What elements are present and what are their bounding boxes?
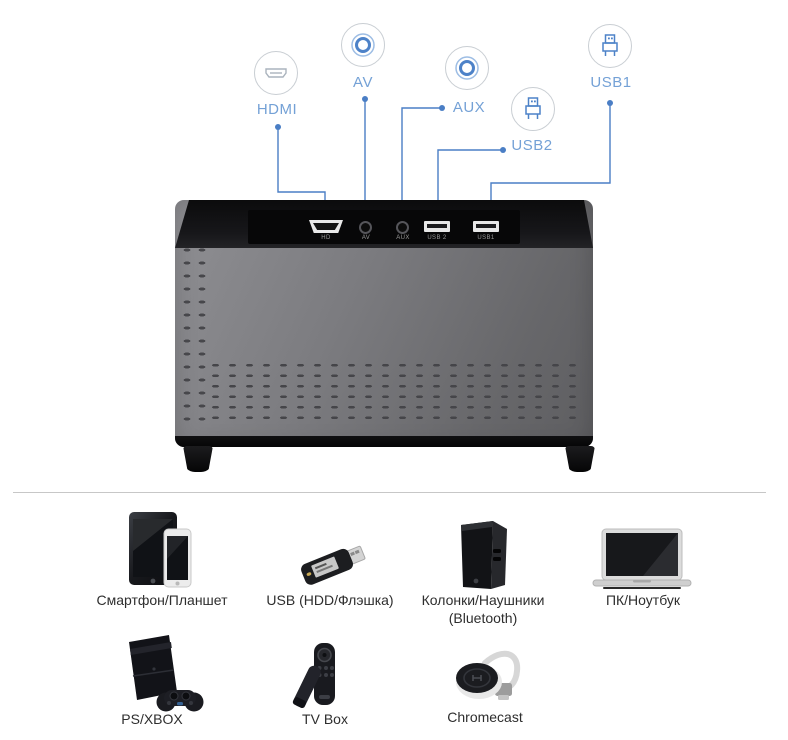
usb-flash-drive-icon: [301, 545, 366, 585]
side-vents: [179, 244, 209, 422]
projector-port-panel: HD AV AUX USB 2 USB1: [248, 210, 520, 244]
game-console-icon: [129, 635, 204, 712]
section-divider: [13, 492, 766, 493]
hd-port-label: HD: [321, 235, 331, 241]
usb1-callout-circle: [588, 24, 632, 68]
device-label-bluetooth: (Bluetooth): [448, 610, 518, 626]
av-port-label: AV: [361, 235, 371, 241]
usb1-port-label: USB1: [477, 235, 495, 241]
projector-bottom-trim: [175, 436, 593, 447]
usb1-callout-label: USB1: [590, 74, 632, 91]
usb2-callout-label: USB2: [511, 137, 553, 154]
av-callout-label: AV: [353, 74, 373, 91]
usb2-port-label: USB 2: [427, 235, 447, 241]
hdmi-port: [309, 220, 343, 233]
aux-port-label: AUX: [396, 235, 410, 241]
device-label-ps-xbox: PS/XBOX: [121, 711, 183, 727]
laptop-icon: [592, 528, 692, 589]
device-label-tv-box: TV Box: [302, 711, 348, 727]
chromecast-icon: [456, 650, 521, 700]
aux-connector-line: [401, 107, 442, 222]
hdmi-callout-circle: [254, 51, 298, 95]
callout-connector-lines: [275, 96, 613, 222]
projector-body: HD AV AUX USB 2 USB1: [175, 200, 593, 447]
gamepad: [156, 690, 204, 712]
front-vents: [207, 360, 585, 422]
av-callout-circle: [341, 23, 385, 67]
usb-plug-icon: [525, 97, 541, 119]
usb1-port: [473, 221, 499, 232]
device-label-speakers-headphones: Колонки/Наушники: [421, 592, 545, 608]
device-label-smartphone-tablet: Смартфон/Планшет: [96, 592, 228, 608]
aux-callout-circle: [445, 46, 489, 90]
rca-jack-icon: [455, 56, 479, 80]
usb2-port: [424, 221, 450, 232]
usb2-connector-line: [437, 149, 503, 222]
av-port: [359, 221, 372, 234]
projector-left-foot: [183, 446, 213, 472]
projector-right-foot: [565, 446, 595, 472]
hdmi-callout-label: HDMI: [256, 101, 298, 118]
aux-port: [396, 221, 409, 234]
hdmi-icon: [265, 68, 287, 78]
connector-dots: [275, 96, 613, 153]
smartphone-tablet-icon: [129, 512, 192, 588]
device-label-pc-laptop: ПК/Ноутбук: [605, 592, 681, 608]
usb2-callout-circle: [511, 87, 555, 131]
device-label-usb-storage: USB (HDD/Флэшка): [266, 592, 394, 608]
device-label-chromecast: Chromecast: [447, 709, 523, 725]
speaker-icon: [461, 521, 507, 589]
tv-box-icon: [292, 643, 335, 709]
usb-plug-icon: [602, 34, 618, 56]
aux-callout-label: AUX: [452, 99, 486, 116]
rca-jack-icon: [351, 33, 375, 57]
